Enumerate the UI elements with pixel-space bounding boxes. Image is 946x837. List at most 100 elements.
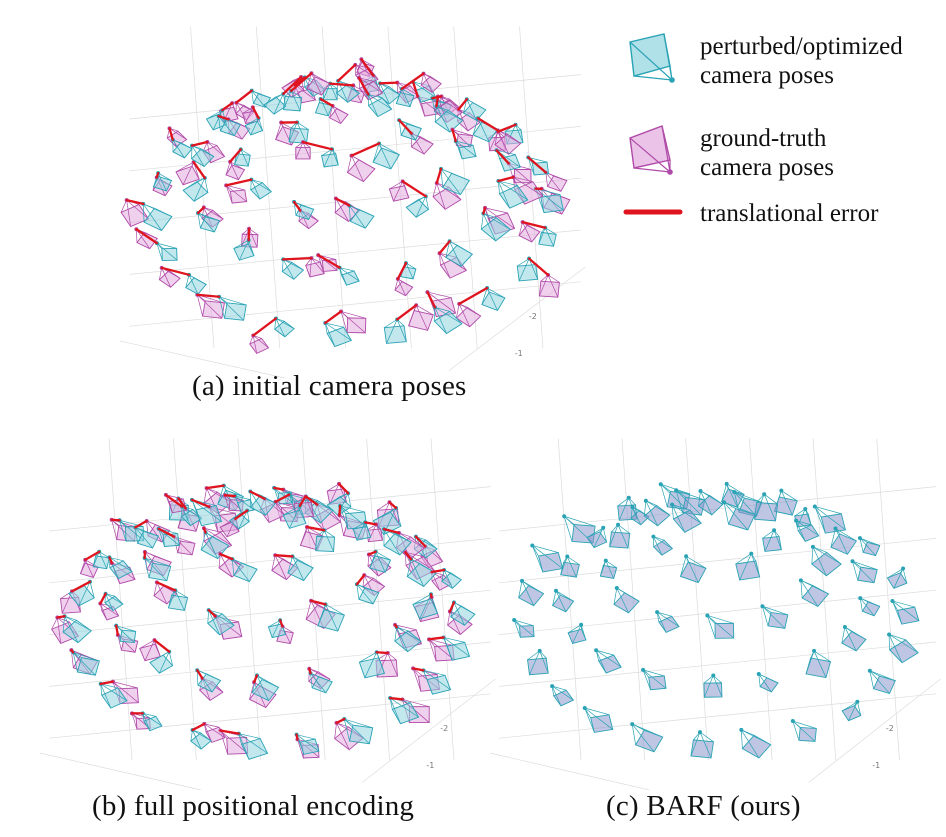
optimized-camera-pose bbox=[388, 696, 420, 725]
translational-error-line bbox=[157, 527, 176, 538]
aligned-camera-pose bbox=[705, 613, 735, 639]
translational-error-line bbox=[281, 256, 313, 261]
optimized-camera-pose bbox=[62, 614, 92, 644]
aligned-camera-pose bbox=[739, 727, 772, 759]
optimized-camera-pose bbox=[394, 625, 422, 653]
optimized-camera-pose bbox=[480, 211, 512, 242]
translational-error-line bbox=[282, 75, 303, 95]
translational-error-line bbox=[219, 729, 240, 735]
optimized-camera-pose bbox=[71, 650, 100, 676]
translational-error-line bbox=[190, 498, 211, 509]
translational-error-line bbox=[378, 81, 399, 85]
optimized-camera-pose bbox=[453, 139, 477, 160]
aligned-camera-pose bbox=[810, 544, 842, 577]
aligned-camera-pose bbox=[512, 618, 535, 638]
translational-error-line bbox=[251, 106, 260, 120]
caption-full-positional-encoding: (b) full positional encoding bbox=[92, 790, 415, 822]
optimized-camera-pose bbox=[167, 588, 189, 611]
grid-lines bbox=[490, 438, 941, 790]
translational-error-line bbox=[134, 519, 148, 529]
translational-error-line bbox=[205, 484, 225, 490]
translational-error-line bbox=[272, 486, 285, 491]
aligned-camera-pose bbox=[762, 528, 782, 552]
optimized-camera-pose bbox=[267, 618, 287, 639]
aligned-camera-pose bbox=[886, 566, 908, 589]
translational-error-line bbox=[155, 581, 177, 592]
optimized-camera-pose bbox=[405, 194, 430, 218]
translational-error-line bbox=[308, 667, 312, 675]
aligned-camera-pose bbox=[805, 648, 832, 679]
optimized-camera-pose bbox=[288, 120, 309, 144]
translational-error-line bbox=[497, 175, 515, 183]
translational-error-line bbox=[202, 526, 207, 534]
translational-error-line bbox=[56, 615, 66, 619]
translational-error-line bbox=[324, 310, 343, 325]
optimized-camera-pose bbox=[516, 256, 539, 282]
aligned-camera-pose bbox=[858, 596, 881, 617]
translational-error-line bbox=[397, 118, 413, 135]
aligned-camera-pose bbox=[613, 585, 640, 614]
aligned-camera-pose bbox=[643, 498, 671, 527]
optimized-camera-pose bbox=[287, 554, 314, 582]
ground-truth-camera-pose bbox=[356, 75, 384, 101]
translational-error-line bbox=[190, 140, 209, 147]
optimized-camera-pose bbox=[170, 137, 193, 159]
translational-error-line bbox=[360, 58, 375, 77]
aligned-camera-pose bbox=[630, 722, 664, 753]
translational-error-line bbox=[414, 535, 427, 548]
aligned-camera-pose bbox=[841, 699, 862, 722]
translational-error-line bbox=[223, 494, 237, 498]
optimized-camera-pose bbox=[142, 555, 172, 582]
optimized-camera-pose bbox=[372, 141, 400, 170]
translational-error-lines bbox=[125, 58, 550, 337]
teal-camera-icon bbox=[629, 33, 675, 83]
translational-error-line bbox=[153, 638, 171, 653]
axis-tick-label: -2 bbox=[886, 724, 894, 733]
ground-truth-camera-pose bbox=[224, 183, 248, 204]
ground-truth-camera-pose bbox=[339, 309, 367, 334]
optimized-camera-pose bbox=[445, 239, 474, 267]
translational-error-line bbox=[367, 550, 377, 556]
translational-error-line bbox=[527, 257, 550, 277]
translational-error-line bbox=[309, 599, 327, 606]
optimized-camera-pose bbox=[251, 673, 280, 702]
aligned-camera-pose bbox=[690, 730, 715, 759]
translational-error-line bbox=[293, 76, 306, 87]
aligned-camera-pose bbox=[530, 543, 564, 573]
translational-error-line bbox=[482, 206, 487, 215]
translational-error-line bbox=[235, 89, 253, 104]
aligned-camera-pose bbox=[867, 668, 896, 694]
ground-truth-camera-pose bbox=[346, 153, 376, 183]
legend-label-error: translational error bbox=[700, 200, 879, 227]
translational-error-line bbox=[177, 497, 187, 510]
translational-error-line bbox=[382, 528, 401, 535]
axis-tick-label: -2 bbox=[529, 312, 537, 321]
translational-error-line bbox=[70, 580, 92, 593]
translational-error-line bbox=[192, 160, 206, 180]
translational-error-line bbox=[336, 63, 357, 83]
translational-error-line bbox=[252, 674, 259, 684]
optimized-camera-pose bbox=[432, 305, 463, 335]
optimized-camera-pose bbox=[230, 557, 258, 583]
translational-error-line bbox=[234, 509, 249, 520]
aligned-camera-pose bbox=[655, 610, 680, 633]
translational-error-line bbox=[196, 206, 205, 215]
optimized-camera-pose bbox=[335, 78, 361, 103]
optimized-camera-pose bbox=[154, 241, 178, 262]
translational-error-line bbox=[207, 608, 217, 618]
optimized-camera-pose bbox=[140, 711, 163, 732]
translational-error-line bbox=[99, 592, 107, 605]
translational-error-line bbox=[221, 101, 234, 112]
translational-error-line bbox=[457, 98, 468, 111]
translational-error-line bbox=[319, 97, 334, 108]
translational-error-lines bbox=[56, 482, 456, 741]
axis-tick-label: -1 bbox=[872, 761, 880, 770]
translational-error-line bbox=[393, 623, 398, 629]
aligned-camera-pose bbox=[697, 488, 724, 516]
translational-error-line bbox=[274, 554, 294, 558]
optimized-camera-pose bbox=[294, 732, 320, 755]
translational-error-line bbox=[160, 266, 191, 276]
translational-error-line bbox=[375, 651, 389, 655]
aligned-camera-pose bbox=[594, 648, 622, 674]
translational-error-line bbox=[125, 198, 145, 206]
